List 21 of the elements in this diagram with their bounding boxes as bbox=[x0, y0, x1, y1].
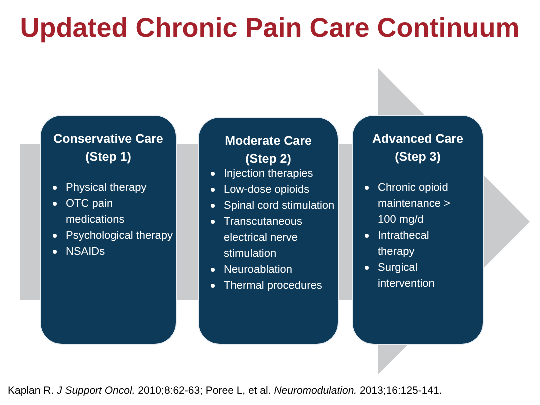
bullet-item: Intrathecal therapy bbox=[378, 230, 430, 258]
bullet-item: Neuroablation bbox=[224, 264, 292, 276]
step-card bbox=[198, 117, 339, 345]
title: Updated Chronic Pain Care Continuum bbox=[19, 12, 521, 45]
bullet-item: Surgical intervention bbox=[378, 262, 435, 290]
bullet-item: Psychological therapy bbox=[66, 230, 174, 242]
step-heading: Moderate Care (Step 2) bbox=[224, 133, 313, 168]
bullet-item: Transcutaneous electrical nerve stimulation bbox=[224, 216, 302, 260]
bullet-item: Physical therapy bbox=[66, 182, 147, 194]
step-heading: Advanced Care (Step 3) bbox=[371, 131, 464, 166]
step-card bbox=[40, 115, 177, 345]
step-card bbox=[352, 115, 484, 345]
bullet-item: Low-dose opioids bbox=[224, 184, 310, 196]
bullet-item: Spinal cord stimulation bbox=[224, 200, 335, 212]
step-heading: Conservative Care (Step 1) bbox=[52, 131, 164, 166]
bullet-item: OTC pain medications bbox=[66, 198, 125, 226]
bullet-item: NSAIDs bbox=[66, 246, 106, 258]
citation: Kaplan R. J Support Oncol. 2010;8:62-63; Poree L, et al. Neuromodulation. 2013;16:125-141. bbox=[8, 384, 442, 399]
bullet-item: Injection therapies bbox=[224, 168, 314, 180]
bullet-item: Thermal procedures bbox=[224, 280, 322, 292]
bullet-item: Chronic opioid maintenance > 100 mg/d bbox=[378, 182, 450, 226]
